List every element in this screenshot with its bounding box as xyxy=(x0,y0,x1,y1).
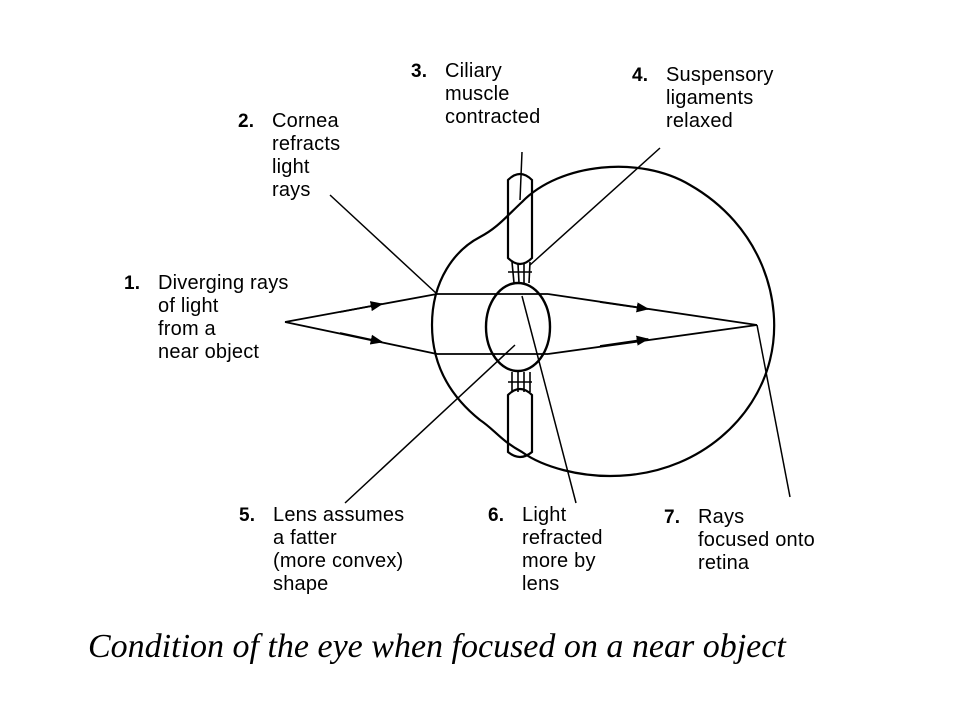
label-number: 6. xyxy=(488,505,505,526)
label-line: Light xyxy=(522,504,567,526)
label-line: Lens assumes xyxy=(273,504,405,526)
label-line: refracted xyxy=(522,527,603,549)
label-line: Ciliary xyxy=(445,60,502,82)
eyeball-outline xyxy=(430,165,776,477)
leader-5 xyxy=(344,344,516,504)
label-number: 1. xyxy=(124,273,141,294)
label-line: light xyxy=(272,156,310,178)
label-diverging-rays: 1. Diverging rays of light from a near o… xyxy=(124,272,289,364)
label-line: Cornea xyxy=(272,110,339,132)
label-line: refracts xyxy=(272,133,341,155)
label-line: (more convex) xyxy=(273,550,404,572)
leader-7 xyxy=(756,324,791,498)
suspensory-ligaments-lower xyxy=(508,372,532,392)
leader-lines xyxy=(329,147,791,504)
figure-caption: Condition of the eye when focused on a n… xyxy=(88,628,786,665)
label-suspensory-ligaments: 4. Suspensory ligaments relaxed xyxy=(632,64,774,133)
leader-4 xyxy=(529,147,661,266)
label-number: 3. xyxy=(411,61,428,82)
ciliary-muscle-upper xyxy=(506,172,534,266)
label-line: contracted xyxy=(445,106,541,128)
label-line: of light xyxy=(158,295,219,317)
label-line: focused onto xyxy=(698,529,815,551)
label-number: 7. xyxy=(664,507,681,528)
lens xyxy=(484,281,552,373)
label-line: lens xyxy=(522,573,560,595)
label-number: 2. xyxy=(238,111,255,132)
label-number: 4. xyxy=(632,65,649,86)
label-line: Diverging rays xyxy=(158,272,289,294)
label-line: relaxed xyxy=(666,110,733,132)
label-rays-focused: 7. Rays focused onto retina xyxy=(664,506,815,575)
label-lens-shape: 5. Lens assumes a fatter (more convex) s… xyxy=(239,504,405,596)
label-line: ligaments xyxy=(666,87,754,109)
leader-6 xyxy=(521,295,577,504)
suspensory-ligaments-upper xyxy=(508,261,532,284)
label-line: Suspensory xyxy=(666,64,774,86)
label-line: retina xyxy=(698,552,750,574)
label-line: near object xyxy=(158,341,260,363)
ciliary-muscle-lower xyxy=(506,387,534,459)
label-line: muscle xyxy=(445,83,510,105)
label-line: from a xyxy=(158,318,216,340)
light-rays xyxy=(284,293,758,355)
label-line: shape xyxy=(273,573,329,595)
label-ciliary-muscle: 3. Ciliary muscle contracted xyxy=(411,60,541,129)
label-line: more by xyxy=(522,550,596,572)
ray-arrows xyxy=(339,301,650,347)
label-line: rays xyxy=(272,179,311,201)
label-cornea: 2. Cornea refracts light rays xyxy=(238,110,341,202)
leader-2 xyxy=(329,194,438,295)
label-line: a fatter xyxy=(273,527,337,549)
label-number: 5. xyxy=(239,505,256,526)
leader-3 xyxy=(519,151,523,201)
label-light-refracted: 6. Light refracted more by lens xyxy=(488,504,603,596)
label-line: Rays xyxy=(698,506,745,528)
